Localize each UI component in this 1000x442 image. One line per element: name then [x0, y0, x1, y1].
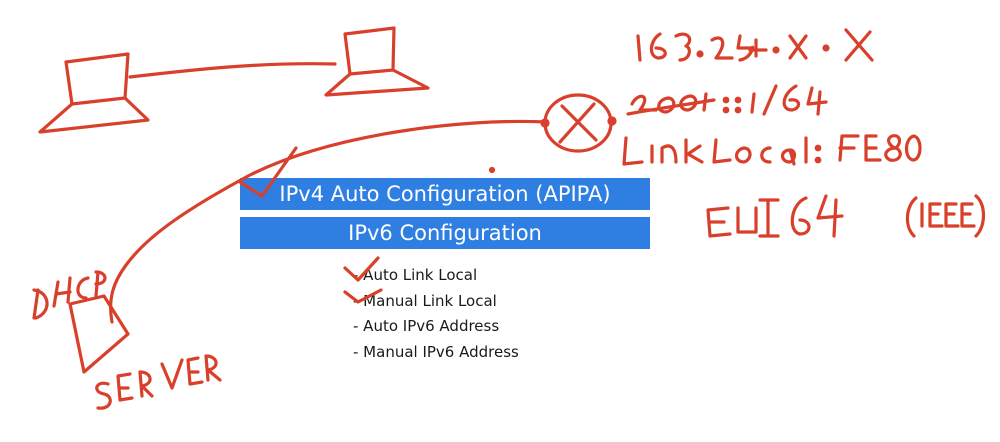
dhcp-label	[34, 272, 105, 318]
server-label	[97, 356, 220, 408]
bullet-auto-link-local: - Auto Link Local	[353, 263, 519, 289]
ipv6-configuration-banner: IPv6 Configuration	[240, 217, 650, 249]
laptop-link-line	[130, 64, 335, 77]
router-icon	[542, 95, 615, 151]
laptop-left-icon	[40, 54, 148, 132]
dhcp-server-icon	[70, 296, 128, 372]
ipv6-options-list: - Auto Link Local - Manual Link Local - …	[353, 263, 519, 365]
bullet-manual-link-local: - Manual Link Local	[353, 289, 519, 315]
link-local-note	[624, 136, 920, 164]
apipa-banner: IPv4 Auto Configuration (APIPA)	[240, 178, 650, 210]
bullet-auto-ipv6-address: - Auto IPv6 Address	[353, 314, 519, 340]
laptop-right-icon	[326, 28, 428, 95]
ipv6-address-note	[628, 86, 826, 114]
eui64-note	[708, 196, 984, 236]
apipa-range-note	[638, 30, 872, 60]
bullet-manual-ipv6-address: - Manual IPv6 Address	[353, 340, 519, 366]
